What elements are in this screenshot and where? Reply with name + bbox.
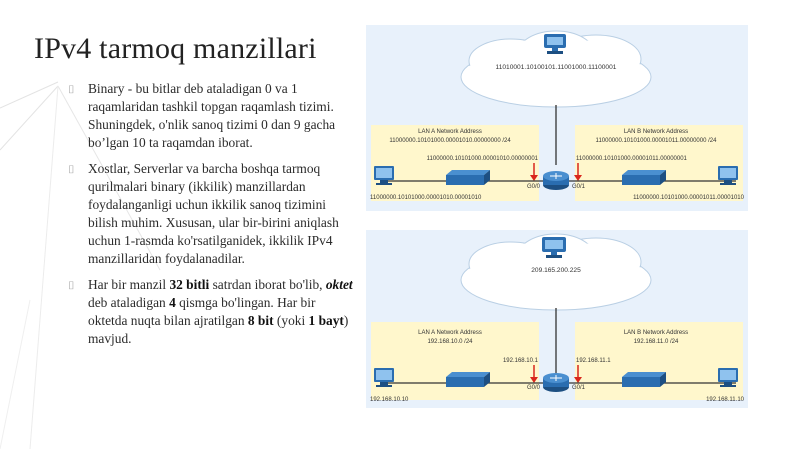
lan-b-address: 11000000.10101000.00001011.00000000 /24 [596,138,718,144]
lan-a-heading: LAN A Network Address [418,330,482,336]
switch-a-icon [446,372,490,387]
server-icon [544,34,566,54]
host-a-address: 11000000.10101000.00001010.00001010 [370,195,482,201]
lan-b-area [575,125,743,201]
router-icon [543,373,569,392]
slide-title: IPv4 tarmoq manzillari [34,32,317,65]
g00-label: G0/0 [527,184,541,190]
bullet-marker-icon: ⌷ [68,84,75,96]
host-a-address: 192.168.10.10 [370,397,409,403]
bullet-address-structure: ⌷ Har bir manzil 32 bitli satrdan iborat… [68,276,358,348]
g00-label: G0/0 [527,385,541,391]
network-figure-binary: 11010001.10100101.11001000.11100001 LAN … [366,25,748,211]
g01-label: G0/1 [572,385,586,391]
switch-a-icon [446,170,490,185]
g00-address: 192.168.10.1 [503,358,539,364]
bullet-text: Xostlar, Serverlar va barcha boshqa tarm… [88,161,339,266]
g01-arrow-head [574,175,582,181]
lan-b-heading: LAN B Network Address [624,129,688,135]
bullet-text: Har bir manzil 32 bitli satrdan iborat b… [88,277,353,346]
host-b-address: 11000000.10101000.00001011.00001010 [633,195,745,201]
bullet-binary-definition: ⌷ Binary - bu bitlar deb ataladigan 0 va… [68,80,358,152]
lan-a-heading: LAN A Network Address [418,129,482,135]
g00-arrow-head [530,175,538,181]
host-a-icon [374,166,394,185]
bullet-binary-importance: ⌷ Xostlar, Serverlar va barcha boshqa ta… [68,160,358,268]
lan-b-address: 192.168.11.0 /24 [634,339,679,345]
host-a-icon [374,368,394,387]
g00-arrow-head [530,377,538,383]
host-b-icon [718,368,738,387]
server-icon [542,237,566,258]
g01-address: 11000000.10101000.00001011.00000001 [576,156,688,162]
router-icon [543,171,569,190]
bullet-list: ⌷ Binary - bu bitlar deb ataladigan 0 va… [68,80,358,356]
g00-address: 11000000.10101000.00001010.00000001 [427,156,539,162]
switch-b-icon [622,170,666,185]
network-figure-decimal: 209.165.200.225 LAN A Network Address 19… [366,230,748,408]
bullet-marker-icon: ⌷ [68,280,75,292]
g01-arrow-head [574,377,582,383]
lan-a-address: 192.168.10.0 /24 [427,339,473,345]
lan-b-heading: LAN B Network Address [624,330,688,336]
bullet-marker-icon: ⌷ [68,164,75,176]
lan-a-address: 11000000.10101000.00001010.00000000 /24 [389,138,511,144]
lan-a-area [371,125,539,201]
switch-b-icon [622,372,666,387]
g01-label: G0/1 [572,184,586,190]
g01-address: 192.168.11.1 [576,358,611,364]
server-address: 11010001.10100101.11001000.11100001 [496,64,617,71]
bullet-text: Binary - bu bitlar deb ataladigan 0 va 1… [88,81,336,150]
server-address: 209.165.200.225 [531,267,581,274]
host-b-address: 192.168.11.10 [706,397,745,403]
host-b-icon [718,166,738,185]
